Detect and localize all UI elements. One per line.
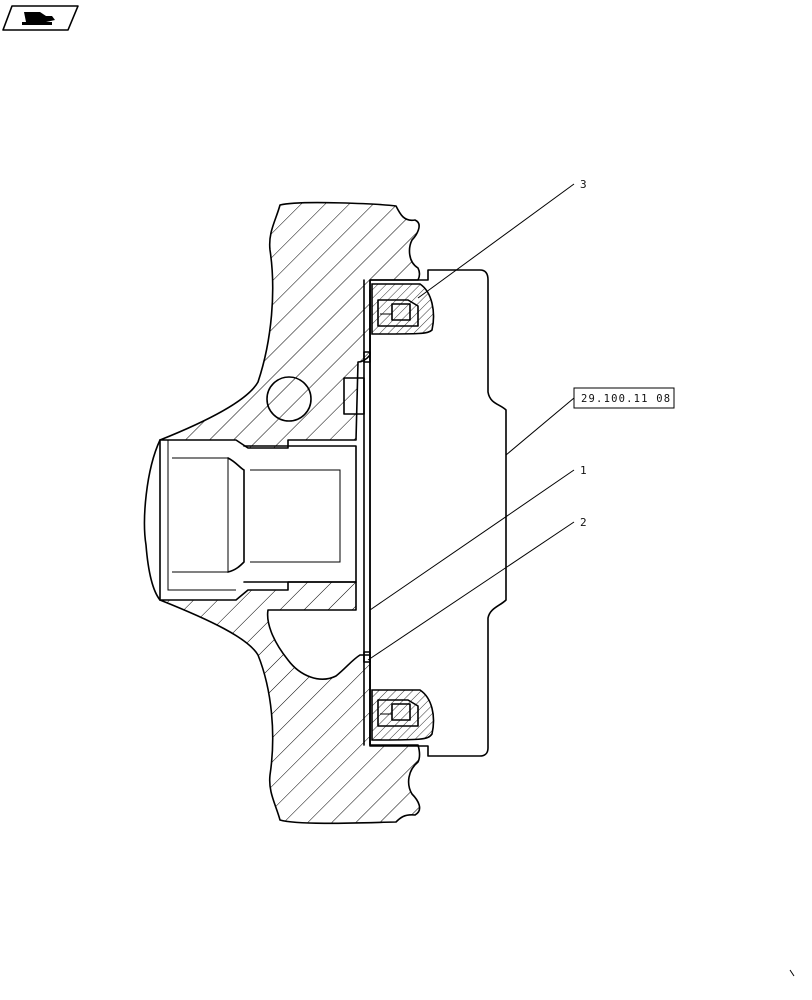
seal-bottom xyxy=(371,689,435,741)
gasket xyxy=(363,351,371,663)
cover-plate xyxy=(369,269,507,757)
corner-tick xyxy=(789,969,795,977)
seal-top xyxy=(371,283,435,335)
reference-link[interactable]: 29.100.11 08 xyxy=(573,387,675,409)
callout-2: 2 xyxy=(580,516,587,529)
leader-lines xyxy=(367,183,575,661)
reference-box-label[interactable]: 29.100.11 08 xyxy=(581,393,671,405)
housing-section xyxy=(143,201,421,825)
callout-3: 3 xyxy=(580,178,587,191)
callout-1: 1 xyxy=(580,464,587,477)
book-hand-icon xyxy=(2,5,79,31)
